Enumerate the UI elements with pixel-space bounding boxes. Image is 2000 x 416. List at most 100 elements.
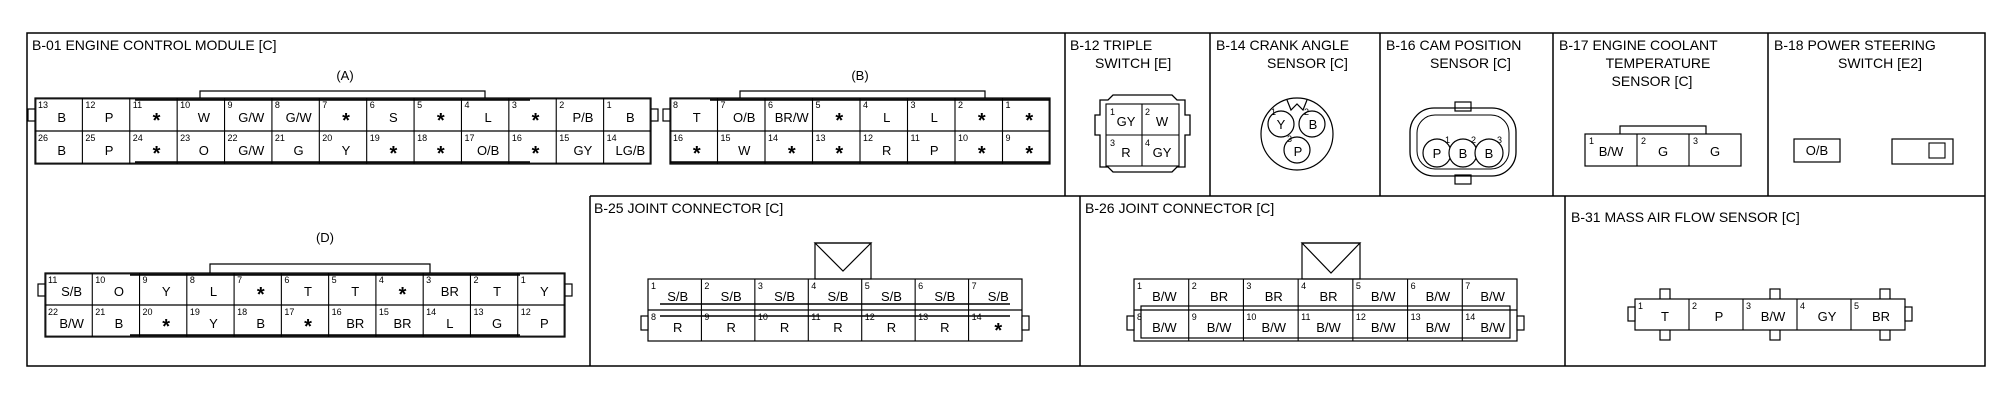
svg-text:2: 2	[1145, 107, 1150, 117]
pin-color: R	[833, 320, 842, 335]
pin-color: *	[1025, 143, 1033, 165]
pin-color: S/B	[61, 284, 82, 299]
svg-text:3: 3	[1693, 136, 1698, 146]
pin-color: P	[105, 143, 114, 158]
pin-color: T	[304, 284, 312, 299]
pin-color: S/B	[667, 289, 688, 304]
pin-color: B/W	[1761, 309, 1786, 324]
pin-number: 3	[426, 275, 431, 285]
pin-3-color: P	[1294, 144, 1303, 159]
pin-color: BR/W	[775, 110, 810, 125]
svg-text:2: 2	[1304, 107, 1309, 117]
pin-number: 1	[607, 100, 612, 110]
pin-3-color: G	[1710, 144, 1720, 159]
pin-color: BR	[346, 316, 364, 331]
pin-color: R	[940, 320, 949, 335]
pin-color: *	[532, 110, 540, 132]
pin-color: BR	[1872, 309, 1890, 324]
pin-color: GY	[574, 143, 593, 158]
pin-color: *	[532, 143, 540, 165]
pin-number: 8	[190, 275, 195, 285]
pin-number: 15	[721, 133, 731, 143]
panel-title-line3: SENSOR [C]	[1612, 73, 1693, 89]
pin-number: 12	[863, 133, 873, 143]
panel-title: B-25 JOINT CONNECTOR [C]	[594, 200, 783, 216]
pin-color: *	[978, 110, 986, 132]
pin-number: 1	[1137, 281, 1142, 291]
pin-number: 4	[1800, 301, 1805, 311]
pin-3-color: R	[1121, 145, 1130, 160]
pin-color: S	[389, 110, 398, 125]
pin-color: S/B	[774, 289, 795, 304]
pin-2-color: W	[1156, 114, 1169, 129]
pin-number: 1	[521, 275, 526, 285]
pin-color: L	[883, 110, 890, 125]
pin-color: T	[693, 110, 701, 125]
panel-b25-joint-connector: B-25 JOINT CONNECTOR [C] 1S/B2S/B3S/B4S/…	[594, 200, 1030, 342]
pin-number: 18	[417, 133, 427, 143]
pin-color: *	[978, 143, 986, 165]
pin-color: *	[153, 110, 161, 132]
pin-1-color: B/W	[1599, 144, 1624, 159]
pin-color: B/W	[1480, 320, 1505, 335]
pin-color: G	[492, 316, 502, 331]
pin-color: O/B	[733, 110, 755, 125]
pin-color: R	[887, 320, 896, 335]
pin-color: *	[437, 143, 445, 165]
panel-b17-engine-coolant-temperature-sensor: B-17 ENGINE COOLANT TEMPERATURE SENSOR […	[1559, 37, 1742, 167]
pin-number: 7	[322, 100, 327, 110]
pin-color: BR	[394, 316, 412, 331]
pin-number: 2	[473, 275, 478, 285]
pin-color: T	[493, 284, 501, 299]
pin-color: L	[931, 110, 938, 125]
pin-number: 6	[370, 100, 375, 110]
pin-number: 5	[1854, 301, 1859, 311]
pin-number: 11	[1301, 312, 1310, 322]
pin-1-color: Y	[1277, 117, 1286, 132]
pin-color: *	[693, 143, 701, 165]
svg-text:3: 3	[1110, 138, 1115, 148]
pin-number: 20	[143, 307, 153, 317]
pin-color: B	[626, 110, 635, 125]
pin-number: 22	[48, 307, 58, 317]
pin-color: B/W	[1152, 320, 1177, 335]
pin-number: 13	[816, 133, 826, 143]
pin-2-color: G	[1658, 144, 1668, 159]
pin-row: 1B/W2BR3BR4BR5B/W6B/W7B/W8B/W9B/W10B/W11…	[1137, 279, 1506, 341]
pin-number: 6	[768, 100, 773, 110]
pin-color: S/B	[721, 289, 742, 304]
panel-b18-power-steering-switch: B-18 POWER STEERING SWITCH [E2] O/B	[1774, 37, 1954, 165]
pin-number: 7	[721, 100, 726, 110]
svg-text:1: 1	[1110, 107, 1115, 117]
pin-number: 6	[284, 275, 289, 285]
svg-text:1: 1	[1589, 136, 1594, 146]
pin-number: 23	[180, 133, 190, 143]
pin-row: 1S/B2S/B3S/B4S/B5S/B6S/B7S/B8R9R10R11R12…	[651, 279, 1009, 342]
pin-number: 14	[426, 307, 436, 317]
svg-text:2: 2	[1471, 135, 1476, 145]
pin-color: *	[399, 284, 407, 306]
panel-title-line2: SENSOR [C]	[1430, 55, 1511, 71]
pin-number: 13	[1411, 312, 1421, 322]
pin-number: 12	[865, 312, 875, 322]
svg-text:1: 1	[1271, 107, 1276, 117]
pin-number: 13	[473, 307, 483, 317]
pin-color: B/W	[1371, 320, 1396, 335]
pin-color: *	[153, 143, 161, 165]
pin-color: L	[485, 110, 492, 125]
panel-title: B-01 ENGINE CONTROL MODULE [C]	[32, 37, 277, 53]
pin-number: 8	[1137, 312, 1142, 322]
pin-color: *	[1025, 110, 1033, 132]
pin-number: 2	[1692, 301, 1697, 311]
svg-text:3: 3	[1287, 134, 1292, 144]
pin-color: R	[882, 143, 891, 158]
pin-color: R	[780, 320, 789, 335]
pin-number: 5	[417, 100, 422, 110]
pin-number: 2	[958, 100, 963, 110]
pin-number: 19	[370, 133, 380, 143]
pin-color: B/W	[1152, 289, 1177, 304]
pin-color: P	[105, 110, 114, 125]
pin-number: 3	[1246, 281, 1251, 291]
pin-number: 19	[190, 307, 200, 317]
